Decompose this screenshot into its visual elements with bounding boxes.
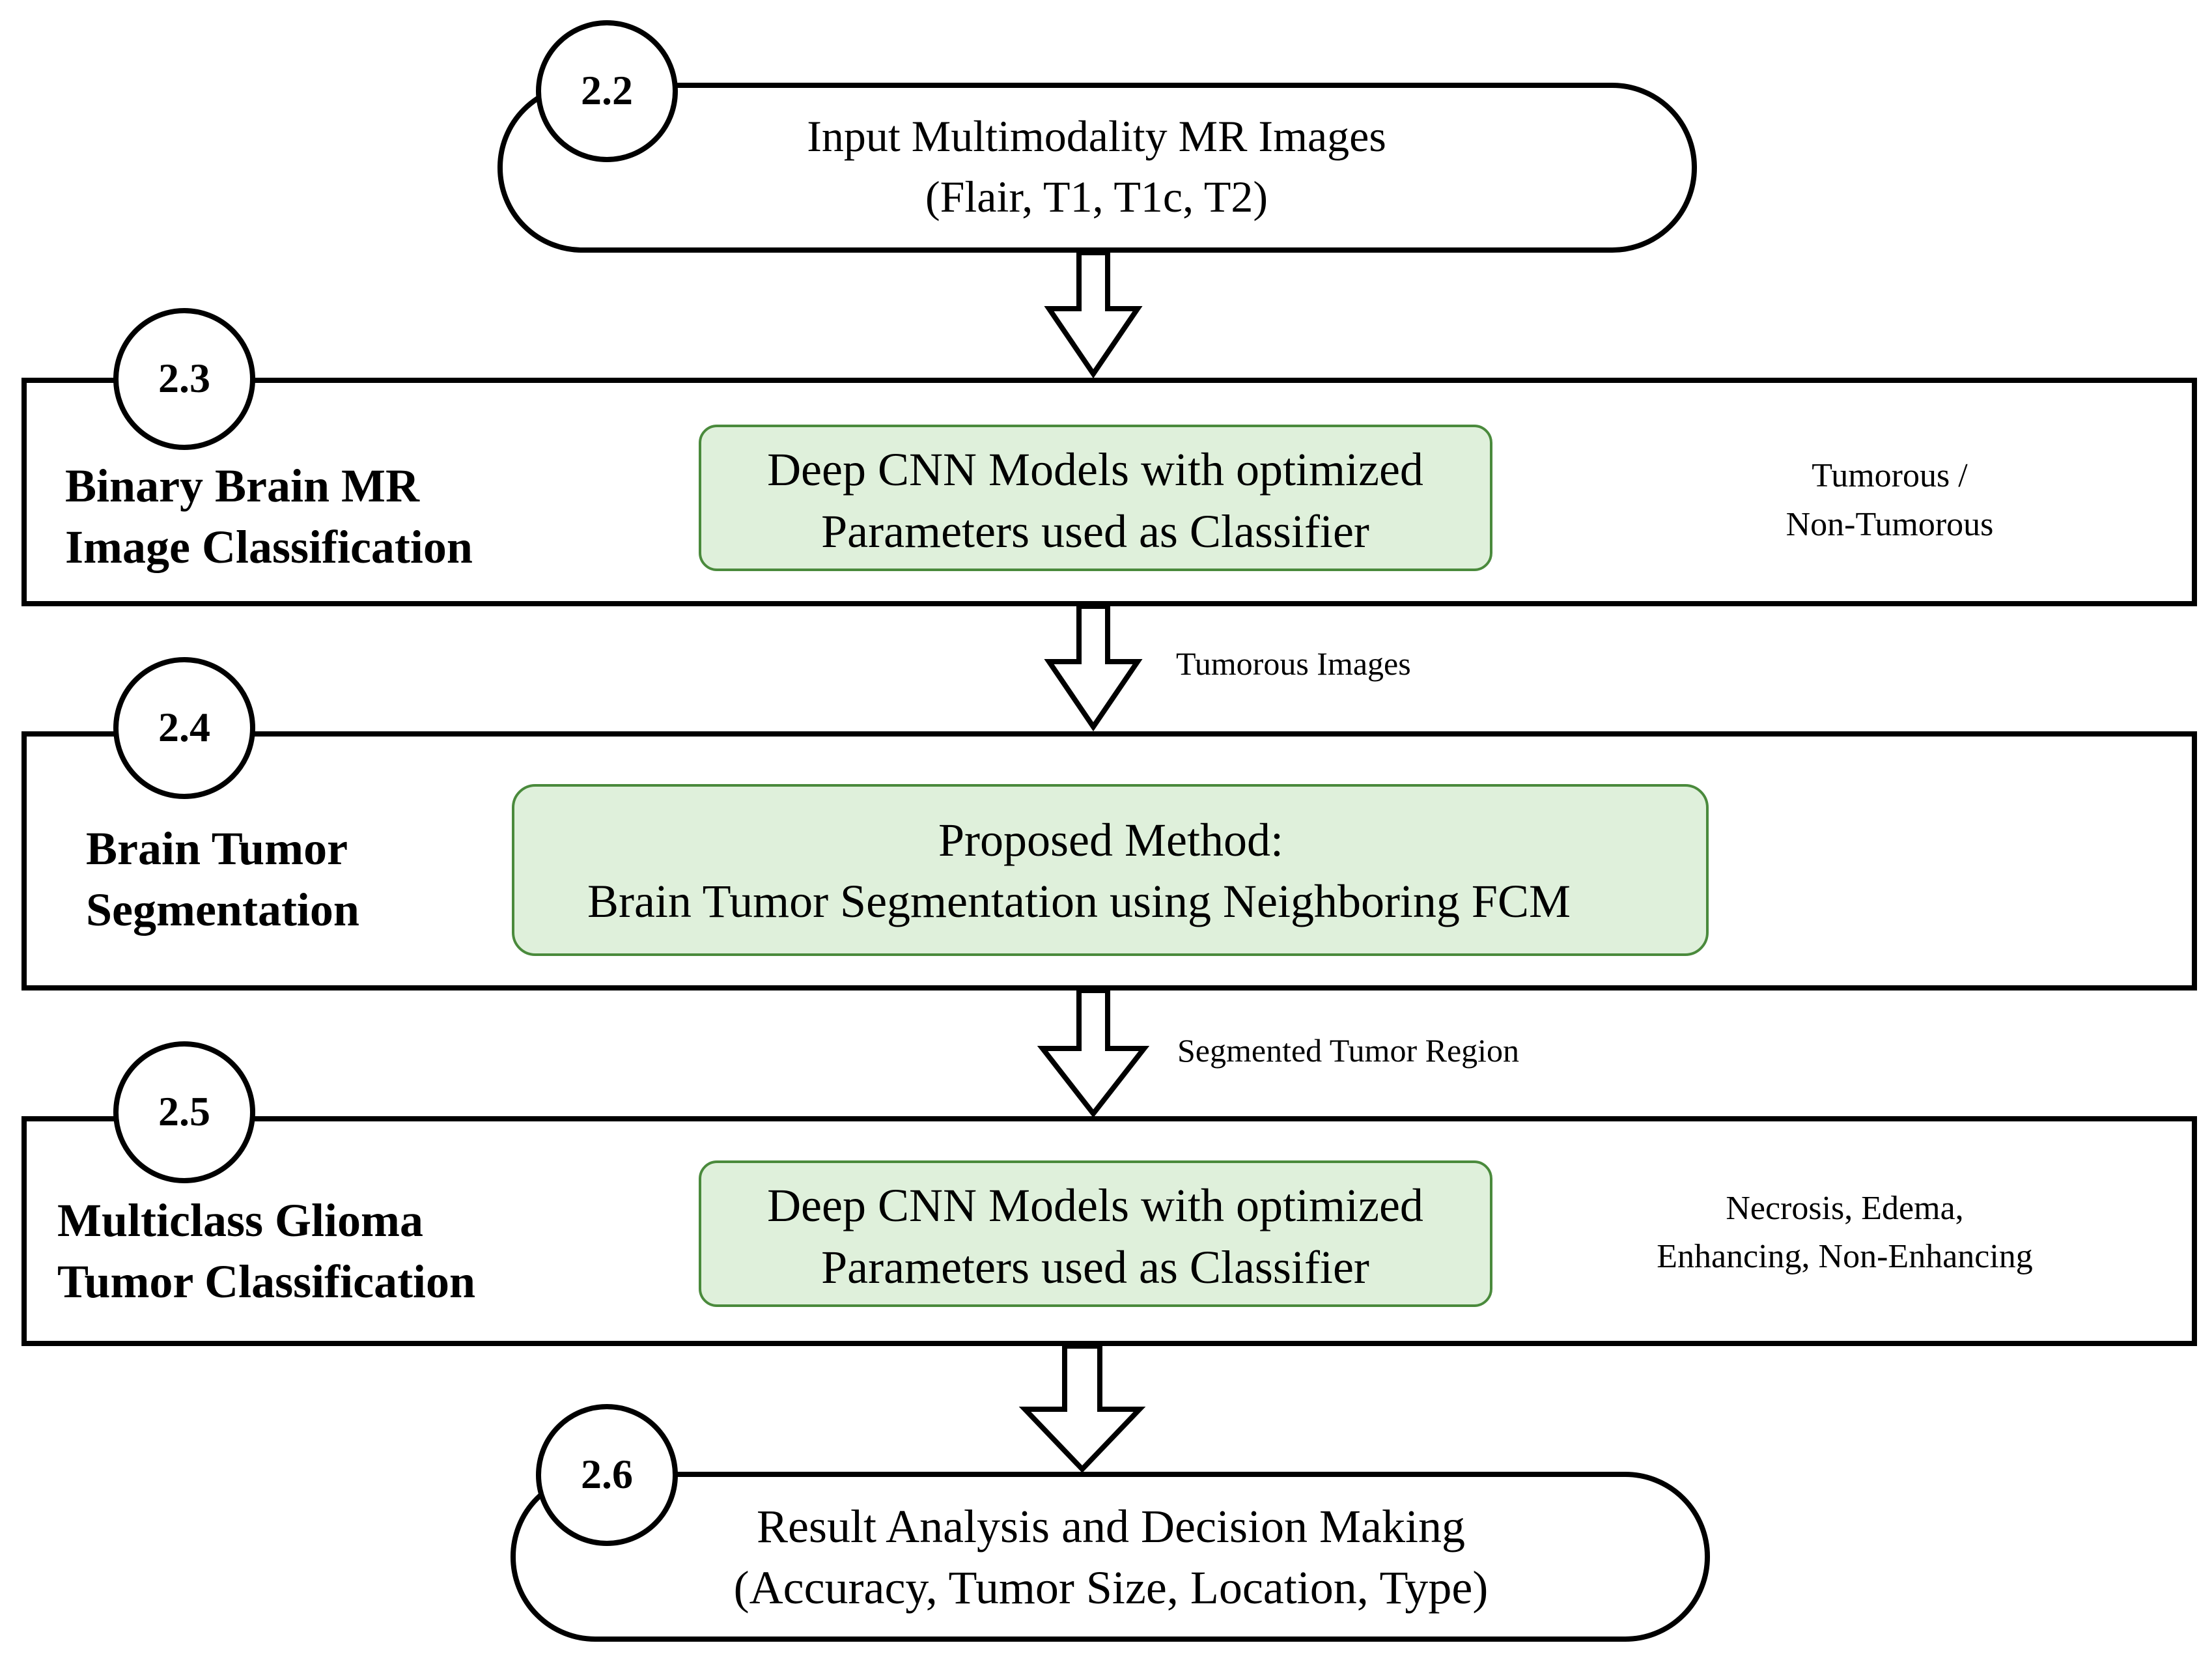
stage-title-line2: Segmentation xyxy=(86,884,359,936)
stage-title-line1: Multiclass Glioma xyxy=(57,1194,423,1246)
flow-arrow-multiclass-to-result xyxy=(1018,1343,1146,1473)
input-modalities: (Flair, T1, T1c, T2) xyxy=(925,172,1268,221)
step-badge-2-4: 2.4 xyxy=(113,657,255,799)
badge-number: 2.6 xyxy=(581,1451,633,1497)
flow-arrow-binary-to-segmentation xyxy=(1044,604,1143,732)
result-metrics: (Accuracy, Tumor Size, Location, Type) xyxy=(734,1562,1489,1614)
step-badge-2-3: 2.3 xyxy=(113,308,255,450)
method-box xyxy=(512,784,1709,956)
stage-title-line2: Tumor Classification xyxy=(57,1256,475,1308)
result-terminal: Result Analysis and Decision Making (Acc… xyxy=(511,1472,1710,1642)
output-label-line1: Tumorous / xyxy=(1812,457,1968,494)
badge-number: 2.2 xyxy=(581,67,633,113)
step-badge-2-2: 2.2 xyxy=(536,20,678,162)
classifier-line2: Parameters used as Classifier xyxy=(821,1241,1369,1293)
stage-title-line1: Binary Brain MR xyxy=(65,460,420,512)
badge-number: 2.3 xyxy=(158,355,210,401)
stage-multiclass-classification: Multiclass Glioma Tumor Classification D… xyxy=(21,1116,2197,1346)
stage-binary-classification: Binary Brain MR Image Classification Dee… xyxy=(21,378,2197,606)
output-label-line2: Non-Tumorous xyxy=(1786,506,1994,543)
badge-circle xyxy=(536,20,678,162)
input-title: Input Multimodality MR Images xyxy=(807,111,1386,161)
method-line1: Proposed Method: xyxy=(938,814,1283,866)
step-badge-2-6: 2.6 xyxy=(536,1404,678,1546)
badge-circle xyxy=(113,1041,255,1183)
output-label-line1: Necrosis, Edema, xyxy=(1726,1190,1963,1227)
stage-title-line2: Image Classification xyxy=(65,521,473,573)
classifier-box xyxy=(699,425,1492,571)
arrow-label-segmented-tumor-region: Segmented Tumor Region xyxy=(1177,1032,1519,1069)
stage-segmentation: Brain Tumor Segmentation Proposed Method… xyxy=(21,731,2197,991)
result-terminal-shape xyxy=(511,1472,1710,1642)
badge-number: 2.5 xyxy=(158,1088,210,1134)
stage-title-line1: Brain Tumor xyxy=(86,822,348,875)
arrow-label-tumorous-images: Tumorous Images xyxy=(1176,645,1411,682)
method-line2: Brain Tumor Segmentation using Neighbori… xyxy=(587,875,1571,927)
badge-circle xyxy=(113,657,255,799)
classifier-line1: Deep CNN Models with optimized xyxy=(767,443,1423,496)
result-title: Result Analysis and Decision Making xyxy=(757,1500,1465,1553)
flow-arrow-segmentation-to-multiclass xyxy=(1037,988,1150,1118)
input-terminal: Input Multimodality MR Images (Flair, T1… xyxy=(497,83,1697,253)
flow-arrow-input-to-binary xyxy=(1044,250,1143,379)
badge-number: 2.4 xyxy=(158,704,210,750)
classifier-box xyxy=(699,1160,1492,1307)
badge-circle xyxy=(536,1404,678,1546)
output-label-line2: Enhancing, Non-Enhancing xyxy=(1657,1238,2033,1275)
input-terminal-shape xyxy=(497,83,1697,253)
step-badge-2-5: 2.5 xyxy=(113,1041,255,1183)
classifier-line2: Parameters used as Classifier xyxy=(821,505,1369,557)
classifier-line1: Deep CNN Models with optimized xyxy=(767,1179,1423,1231)
badge-circle xyxy=(113,308,255,450)
